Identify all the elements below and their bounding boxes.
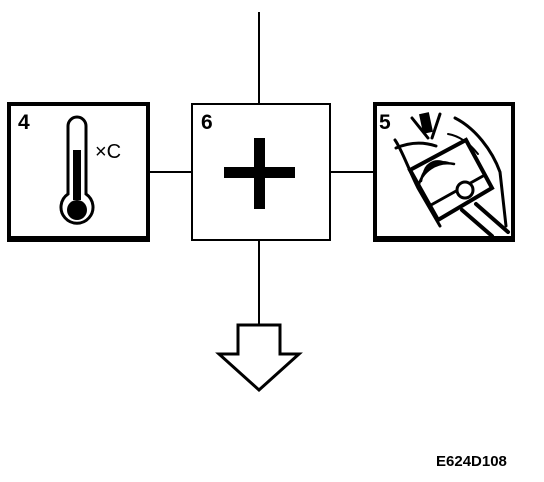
connector-lines (148, 12, 375, 325)
plus-icon (224, 138, 295, 209)
box-temperature: 4 ×C (7, 102, 150, 242)
box-engine: 5 (373, 102, 515, 242)
box-engine-number: 5 (379, 111, 391, 134)
reference-code: E624D108 (436, 453, 507, 470)
box-combine-number: 6 (201, 111, 213, 134)
piston-spark-plug-icon (393, 112, 510, 238)
down-arrow-icon (215, 323, 303, 393)
box-combine: 6 (191, 103, 331, 241)
thermometer-icon (59, 115, 95, 225)
temperature-unit-label: ×C (95, 141, 121, 163)
box-temperature-number: 4 (18, 111, 30, 134)
